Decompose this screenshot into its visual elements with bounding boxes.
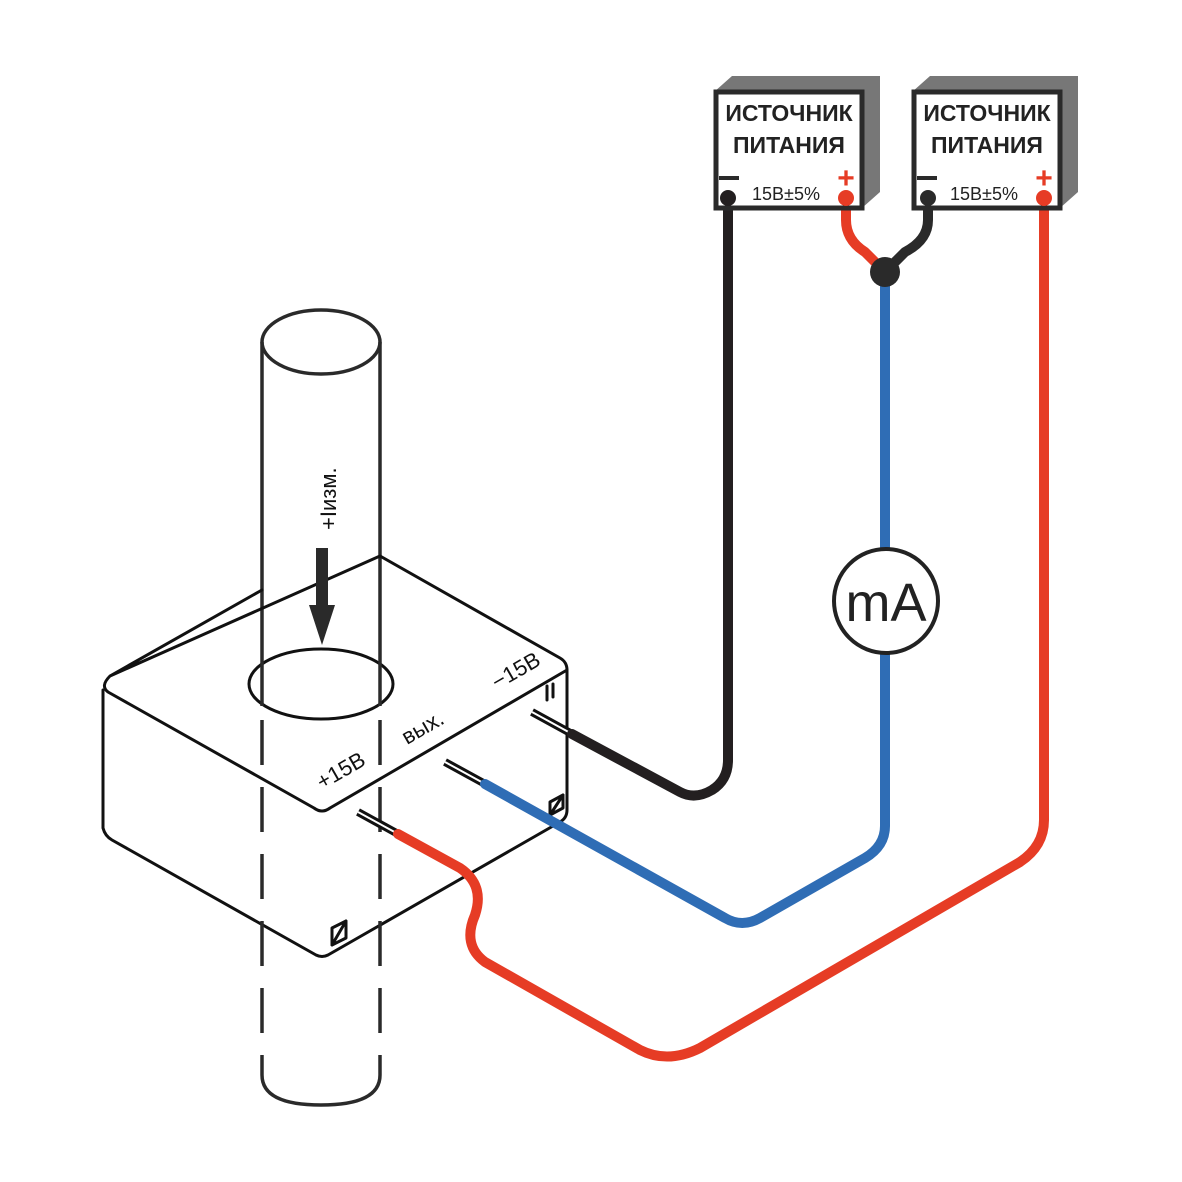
- ps2-minus-icon: [917, 176, 937, 180]
- ps1-title-1: ИСТОЧНИК: [725, 100, 853, 126]
- ps1-plus: +: [837, 162, 855, 195]
- ps2-plus: +: [1035, 162, 1053, 195]
- wire-output: [480, 267, 890, 928]
- junction-node: [870, 257, 900, 287]
- ps2-voltage: 15В±5%: [950, 184, 1018, 204]
- wire-supply1-plus: [841, 193, 890, 277]
- current-sensor-box: [101, 554, 569, 958]
- ps1-voltage: 15В±5%: [752, 184, 820, 204]
- ps1-title-2: ПИТАНИЯ: [733, 132, 845, 158]
- power-supply-2: ИСТОЧНИК ПИТАНИЯ 15В±5% +: [911, 76, 1078, 211]
- pin-label-plus15: +15В: [312, 747, 370, 795]
- ps2-title-2: ПИТАНИЯ: [931, 132, 1043, 158]
- wire-minus: [567, 193, 733, 801]
- wire-plus: [393, 193, 1049, 1062]
- milliammeter: mA: [832, 547, 940, 655]
- current-arrow-icon: [309, 548, 335, 645]
- conductor-pipe-front: [260, 660, 382, 1107]
- power-supply-1: ИСТОЧНИК ПИТАНИЯ 15В±5% +: [713, 76, 880, 211]
- wire-supply2-minus: [880, 193, 933, 277]
- ps1-minus-icon: [719, 176, 739, 180]
- ps2-title-1: ИСТОЧНИК: [923, 100, 1051, 126]
- meter-label: mA: [846, 573, 927, 633]
- current-label: +Iизм.: [316, 467, 341, 530]
